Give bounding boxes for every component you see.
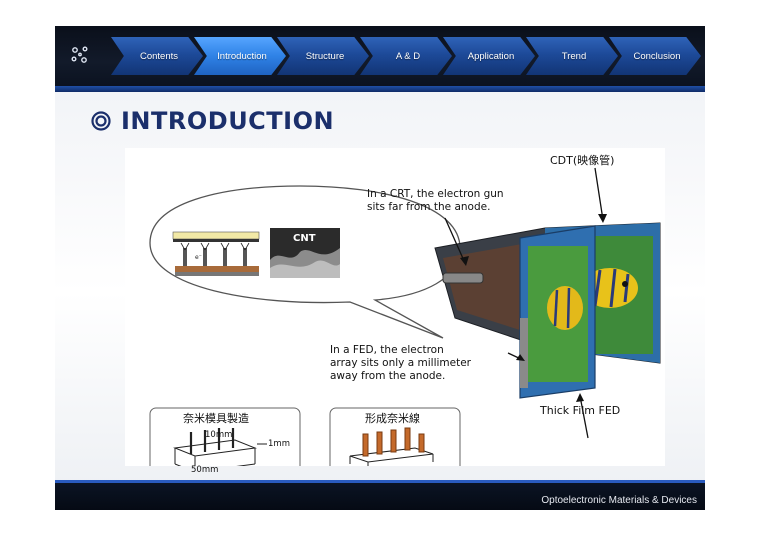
- electron-label: e⁻: [195, 254, 202, 261]
- fed-note-line1: In a FED, the electron: [330, 344, 444, 356]
- fed-label: Thick Film FED: [540, 404, 621, 417]
- target-icon: [91, 111, 111, 131]
- annotation-arrows: [444, 167, 604, 439]
- nano-mold-dim-top: 10mm: [205, 430, 233, 440]
- page-title: INTRODUCTION: [121, 107, 335, 135]
- fed-structure-diagram: [172, 231, 260, 276]
- nano-mold-dim-right: 1mm: [268, 439, 290, 449]
- nano-mold-box: [149, 407, 301, 466]
- logo-icon: [71, 46, 88, 63]
- fed-note-line2: array sits only a millimeter: [330, 357, 471, 369]
- title-row: INTRODUCTION: [91, 106, 334, 136]
- footer-course-title: Optoelectronic Materials & Devices: [541, 495, 697, 506]
- nano-mold-dim-bottom: 50mm: [191, 465, 219, 475]
- tab-a-and-d[interactable]: A & D: [360, 37, 452, 75]
- tab-conclusion[interactable]: Conclusion: [609, 37, 701, 75]
- crt-fed-device: [434, 222, 661, 399]
- tab-contents[interactable]: Contents: [111, 37, 203, 75]
- arrow-heads: [460, 214, 607, 402]
- top-navigation-bar: Contents Introduction Structure A & D Ap…: [55, 26, 705, 86]
- nanowire-title: 形成奈米線: [365, 412, 420, 425]
- fed-note-line3: away from the anode.: [330, 370, 446, 382]
- crt-note-line2: sits far from the anode.: [367, 201, 491, 213]
- figure-drawing: [149, 167, 661, 466]
- nano-mold-drawing: [173, 428, 267, 466]
- fed-vs-crt-figure: CDT(映像管) In a CRT, the electron gun sits…: [125, 148, 665, 475]
- cdt-label: CDT(映像管): [550, 154, 615, 167]
- footer-bar: [55, 480, 705, 510]
- tab-application[interactable]: Application: [443, 37, 535, 75]
- top-accent-stripe: [55, 86, 705, 92]
- nanowire-drawing: [349, 427, 434, 466]
- tab-trend[interactable]: Trend: [526, 37, 618, 75]
- crt-note-line1: In a CRT, the electron gun: [367, 188, 504, 200]
- nano-mold-title: 奈米模具製造: [183, 412, 249, 425]
- cnt-label: CNT: [293, 233, 316, 244]
- tab-introduction[interactable]: Introduction: [194, 37, 286, 75]
- slide: Contents Introduction Structure A & D Ap…: [55, 26, 705, 510]
- footer-accent-stripe: [55, 480, 705, 483]
- tab-structure[interactable]: Structure: [277, 37, 369, 75]
